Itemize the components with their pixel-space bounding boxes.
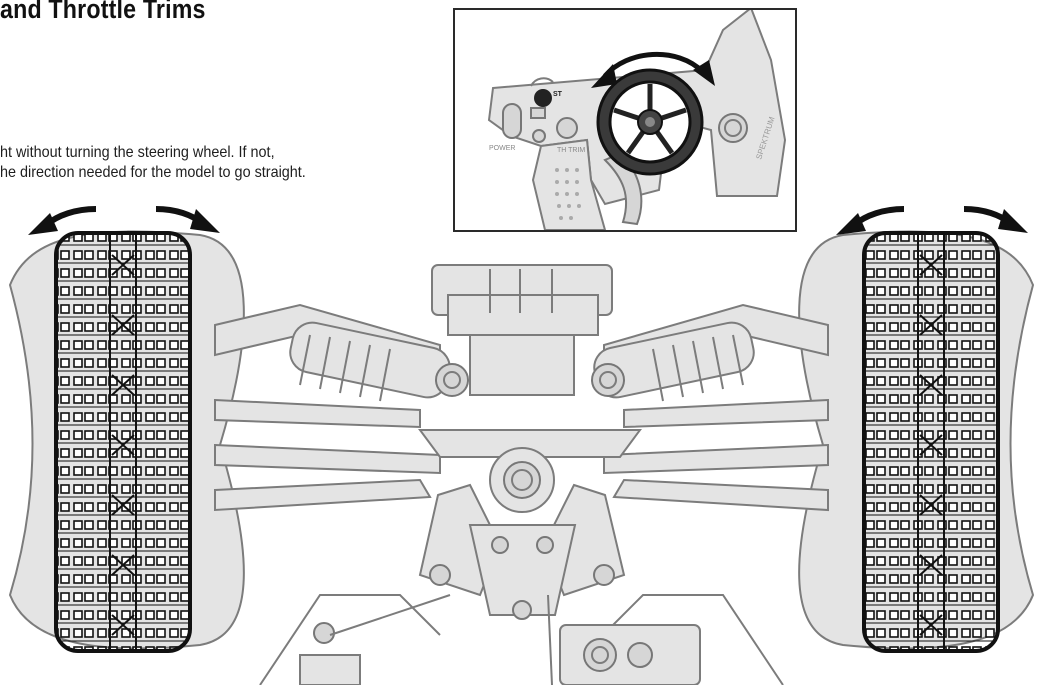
car-front-illustration: [8, 206, 1035, 685]
curved-arrow-icon: [28, 206, 97, 235]
right-tire: [862, 231, 1000, 653]
lower-frame: [259, 594, 784, 685]
transmitter-illustration: POWER TH TRIM ST SPEKTRUM: [487, 10, 787, 230]
front-bulkhead: [418, 429, 642, 620]
left-tire-arrows: [28, 206, 220, 235]
right-tire-arrows: [836, 206, 1028, 235]
transmitter-inset: POWER TH TRIM ST SPEKTRUM: [453, 8, 797, 232]
intro-text: ht without turning the steering wheel. I…: [0, 143, 306, 183]
double-headed-arc-arrow-icon: [591, 51, 715, 88]
dial-label: ST: [553, 91, 563, 98]
section-heading: and Throttle Trims: [0, 0, 206, 24]
intro-line-1: ht without turning the steering wheel. I…: [0, 144, 275, 161]
trim-label: TH TRIM: [557, 147, 585, 154]
steering-wheel: [596, 68, 704, 176]
power-label: POWER: [489, 145, 515, 152]
intro-line-2: he direction needed for the model to go …: [0, 164, 306, 181]
chassis-top: [431, 264, 613, 396]
left-tire: [54, 231, 192, 653]
curved-arrow-icon: [836, 206, 905, 235]
curved-arrow-icon: [155, 206, 220, 233]
curved-arrow-icon: [963, 206, 1028, 233]
shock-absorbers: [289, 321, 755, 402]
